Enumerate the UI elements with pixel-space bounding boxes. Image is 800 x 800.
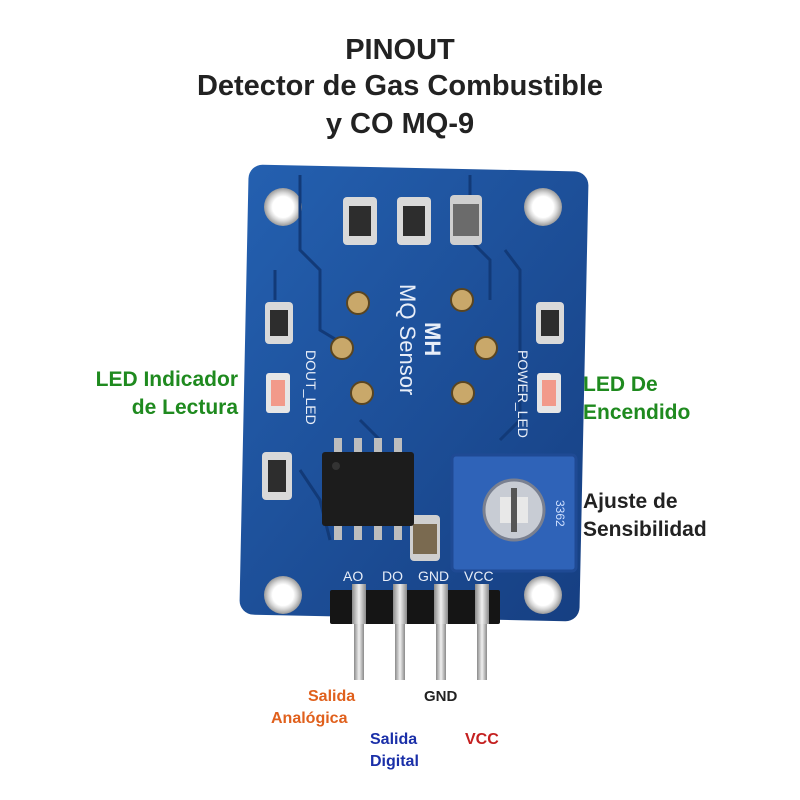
mounting-holes <box>264 188 562 614</box>
label-led-lectura-line-2: de Lectura <box>131 396 238 419</box>
pot-code: 3362 <box>553 500 567 527</box>
page-title-line-3: y CO MQ-9 <box>325 108 475 140</box>
sensor-pins <box>330 288 498 405</box>
label-salida-digital-line-1: Salida <box>370 731 418 748</box>
page-title-line-1: PINOUT <box>345 34 455 66</box>
label-salida-analogica-line-1: Salida <box>308 688 356 705</box>
pin-header <box>330 584 500 680</box>
label-salida-analogica-line-2: Analógica <box>271 710 348 727</box>
led-lectura-icon <box>266 373 290 413</box>
silk-power-led: POWER_LED <box>515 350 531 438</box>
label-ajuste-line-2: Sensibilidad <box>583 518 707 541</box>
potentiometer-icon: 3362 <box>450 453 578 573</box>
smd-components-top <box>343 195 482 245</box>
label-vcc: VCC <box>465 731 499 748</box>
silk-sensor: MQ Sensor <box>395 284 420 395</box>
pcb-traces <box>273 175 522 541</box>
led-encendido-icon <box>537 373 561 413</box>
page-title-line-2: Detector de Gas Combustible <box>196 70 604 102</box>
silk-pin-do: DO <box>382 568 403 584</box>
silk-pin-vcc: VCC <box>464 568 494 584</box>
ic-chip <box>322 438 414 540</box>
silk-dout-led: DOUT_LED <box>303 350 319 425</box>
label-led-encendido-line-2: Encendido <box>583 401 691 424</box>
label-salida-digital-line-2: Digital <box>370 753 419 770</box>
label-ajuste-line-1: Ajuste de <box>583 490 678 513</box>
smd-resistors-side <box>262 302 564 561</box>
label-gnd: GND <box>424 688 458 705</box>
silk-model: MH <box>420 322 445 356</box>
silk-pin-gnd: GND <box>418 568 449 584</box>
label-led-lectura-line-1: LED Indicador <box>95 368 238 391</box>
silk-pin-ao: AO <box>343 568 363 584</box>
label-led-encendido-line-1: LED De <box>583 373 658 396</box>
